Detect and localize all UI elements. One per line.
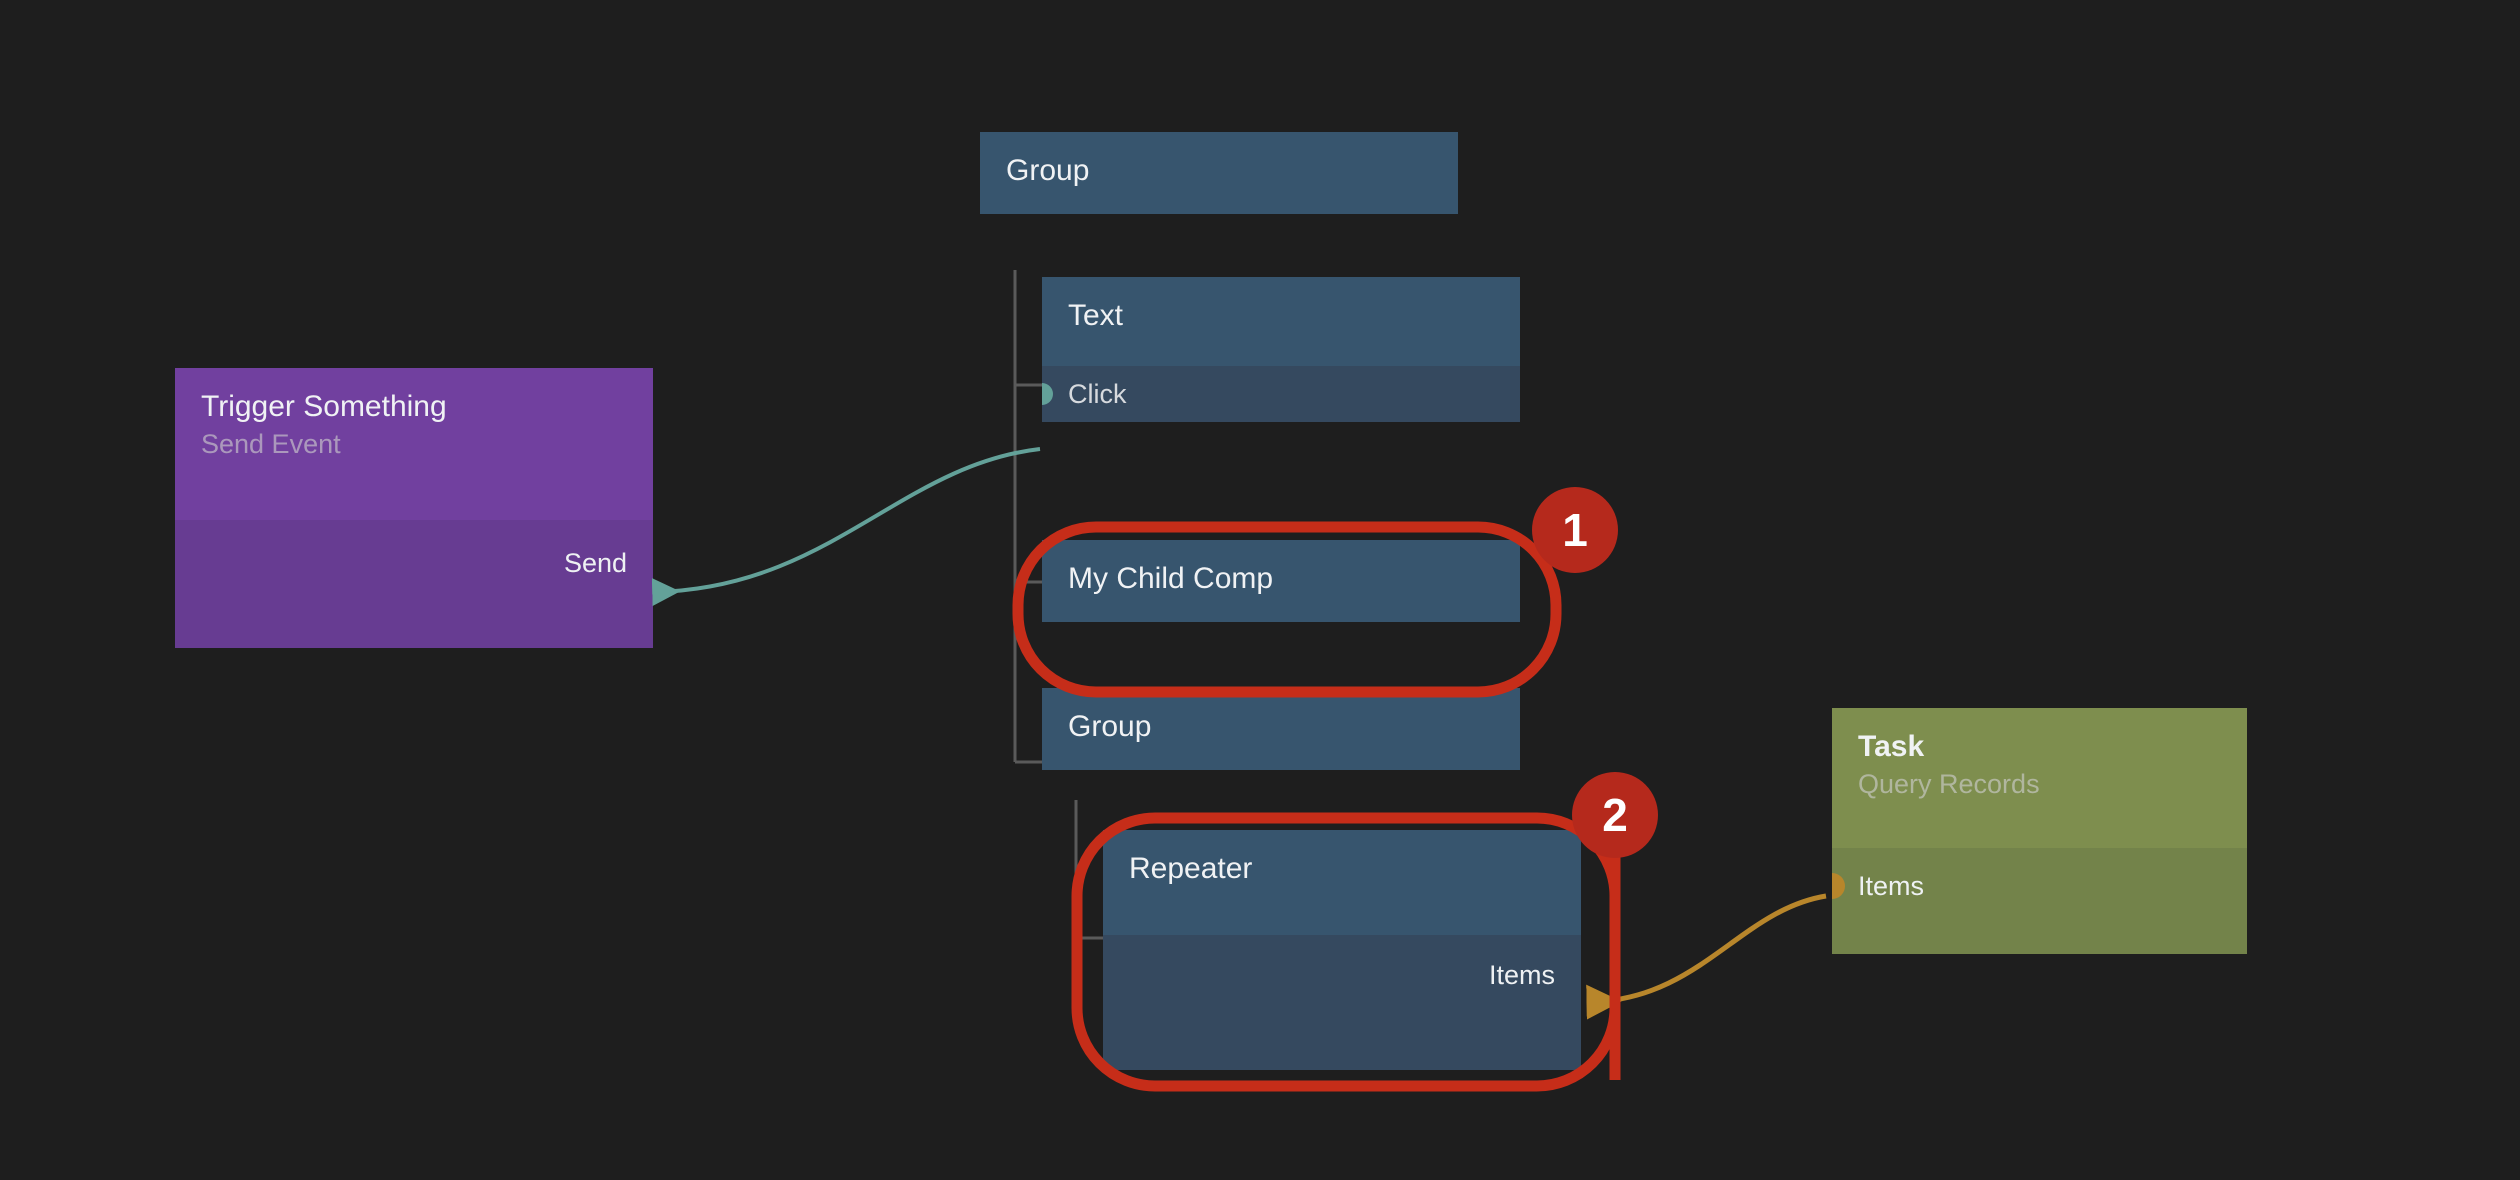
port-row-items[interactable]: Items — [1103, 935, 1581, 1015]
node-title: Group — [1068, 710, 1152, 743]
port-row-send[interactable]: Send — [175, 520, 653, 606]
task-node[interactable]: Task Query Records Items — [1832, 708, 2247, 954]
node-title: Trigger Something — [201, 390, 447, 423]
node-header: Repeater — [1103, 830, 1581, 935]
port-dot-items[interactable] — [1832, 873, 1845, 899]
port-row-click[interactable]: Click — [1042, 366, 1520, 422]
port-label: Send — [563, 547, 627, 578]
repeater-node[interactable]: Repeater Items — [1103, 830, 1581, 1070]
node-title: Repeater — [1129, 852, 1253, 885]
node-header: My Child Comp — [1042, 540, 1520, 622]
node-header: Trigger Something Send Event — [175, 368, 653, 520]
node-body: Send — [175, 520, 653, 648]
node-header: Text — [1042, 277, 1520, 366]
my-child-comp-node[interactable]: My Child Comp — [1042, 540, 1520, 622]
port-dot-click[interactable] — [1042, 383, 1053, 405]
node-body: Click — [1042, 366, 1520, 422]
node-title: My Child Comp — [1068, 562, 1274, 595]
node-title: Text — [1068, 299, 1124, 332]
node-body: Items — [1103, 935, 1581, 1070]
node-header: Group — [980, 132, 1458, 214]
node-title: Task — [1858, 730, 1925, 763]
badge-number: 2 — [1602, 789, 1628, 841]
trigger-something-node[interactable]: Trigger Something Send Event Send — [175, 368, 653, 648]
port-label: Click — [1068, 378, 1127, 409]
port-label: Items — [1488, 959, 1555, 990]
port-label: Items — [1858, 870, 1925, 901]
wire-click-to-send — [651, 447, 1041, 607]
node-title: Group — [1006, 154, 1090, 187]
node-body: Items — [1832, 848, 2247, 954]
group-node-root[interactable]: Group — [980, 132, 1458, 214]
node-subtitle: Send Event — [201, 429, 341, 459]
group-node-child[interactable]: Group — [1042, 688, 1520, 770]
badge-number: 1 — [1562, 504, 1588, 556]
node-header: Task Query Records — [1832, 708, 2247, 848]
text-node[interactable]: Text Click — [1042, 277, 1520, 422]
node-header: Group — [1042, 688, 1520, 770]
annotation-badge-1: 1 — [1532, 487, 1618, 573]
node-subtitle: Query Records — [1858, 769, 2040, 799]
annotation-badge-2: 2 — [1572, 772, 1658, 858]
wire-items-to-items — [1586, 893, 1827, 1020]
port-row-items[interactable]: Items — [1832, 848, 2247, 924]
